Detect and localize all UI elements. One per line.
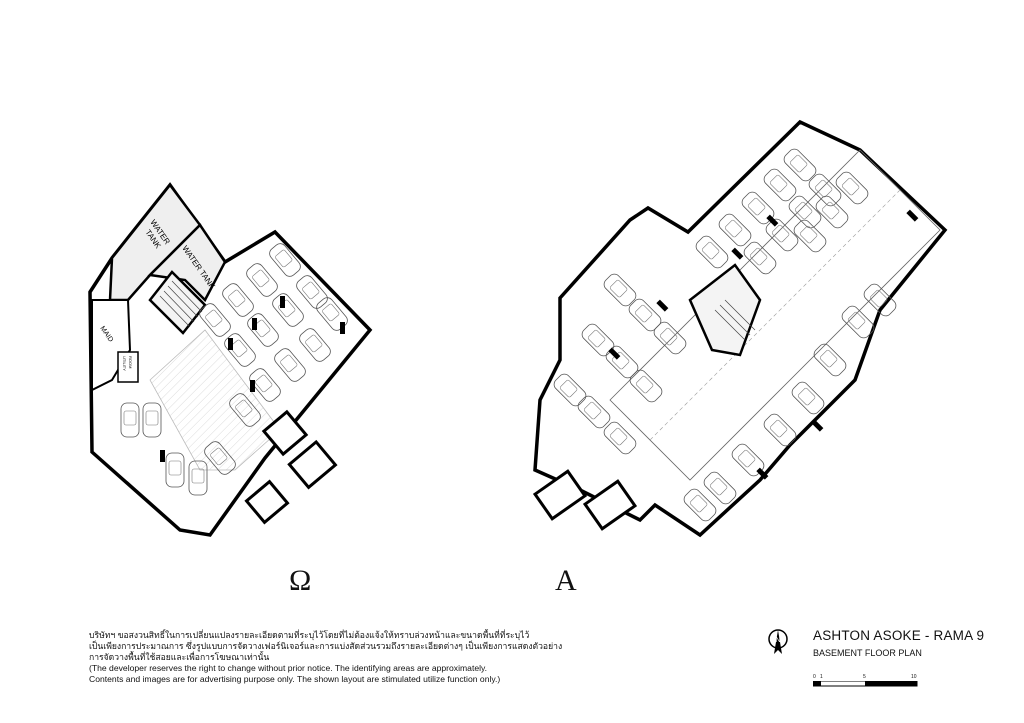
title-block: N ASHTON ASOKE - RAMA 9 BASEMENT FLOOR P… bbox=[767, 624, 1017, 704]
project-title: ASHTON ASOKE - RAMA 9 bbox=[813, 628, 985, 643]
right-columns bbox=[608, 209, 919, 480]
zone-label-left: Ω bbox=[289, 564, 312, 597]
left-stair-core bbox=[148, 270, 207, 335]
disclaimer: บริษัทฯ ขอสงวนสิทธิ์ในการเปลี่ยนแปลงรายล… bbox=[89, 630, 649, 685]
disclaimer-english-line-1: (The developer reserves the right to cha… bbox=[89, 663, 488, 673]
disclaimer-thai-line-1: บริษัทฯ ขอสงวนสิทธิ์ในการเปลี่ยนแปลงรายล… bbox=[89, 630, 530, 640]
scale-tick-1: 1 bbox=[820, 674, 823, 680]
right-lower-rooms bbox=[532, 469, 638, 531]
right-drive-aisle bbox=[609, 149, 941, 481]
disclaimer-thai-line-3: การจัดวางพื้นที่ใช้สอยและเพื่อการโฆษณาเท… bbox=[89, 652, 270, 662]
left-stair-treads bbox=[159, 280, 203, 328]
scale-bar-graphic bbox=[813, 681, 918, 687]
scale-tick-0: 0 bbox=[813, 674, 816, 680]
zone-label-right: A bbox=[555, 564, 577, 597]
plan-left: WATER TANK WATER TANK MAID UTILITY ROOM bbox=[88, 182, 373, 537]
left-drive-aisle bbox=[149, 329, 281, 471]
disclaimer-english-line-2: Contents and images are for advertising … bbox=[89, 674, 501, 684]
north-label: N bbox=[775, 637, 780, 644]
scale-tick-5: 5 bbox=[863, 674, 866, 680]
north-arrow-icon: N bbox=[768, 629, 788, 654]
scale-tick-10: 10 bbox=[911, 674, 917, 680]
disclaimer-thai-line-2: เป็นเพียงการประมาณการ ซึ่งรูปแบบการจัดวา… bbox=[89, 641, 563, 651]
plan-subtitle: BASEMENT FLOOR PLAN bbox=[813, 648, 922, 658]
left-lower-rooms bbox=[244, 409, 338, 525]
plan-right bbox=[532, 119, 948, 538]
left-columns bbox=[160, 296, 345, 462]
scale-bar: 0 1 5 10 bbox=[813, 674, 923, 694]
room-label-utility: UTILITY bbox=[122, 356, 127, 371]
room-label-utility-b: ROOM bbox=[128, 356, 133, 368]
right-stair-treads bbox=[714, 299, 756, 341]
utility-room bbox=[117, 351, 139, 383]
